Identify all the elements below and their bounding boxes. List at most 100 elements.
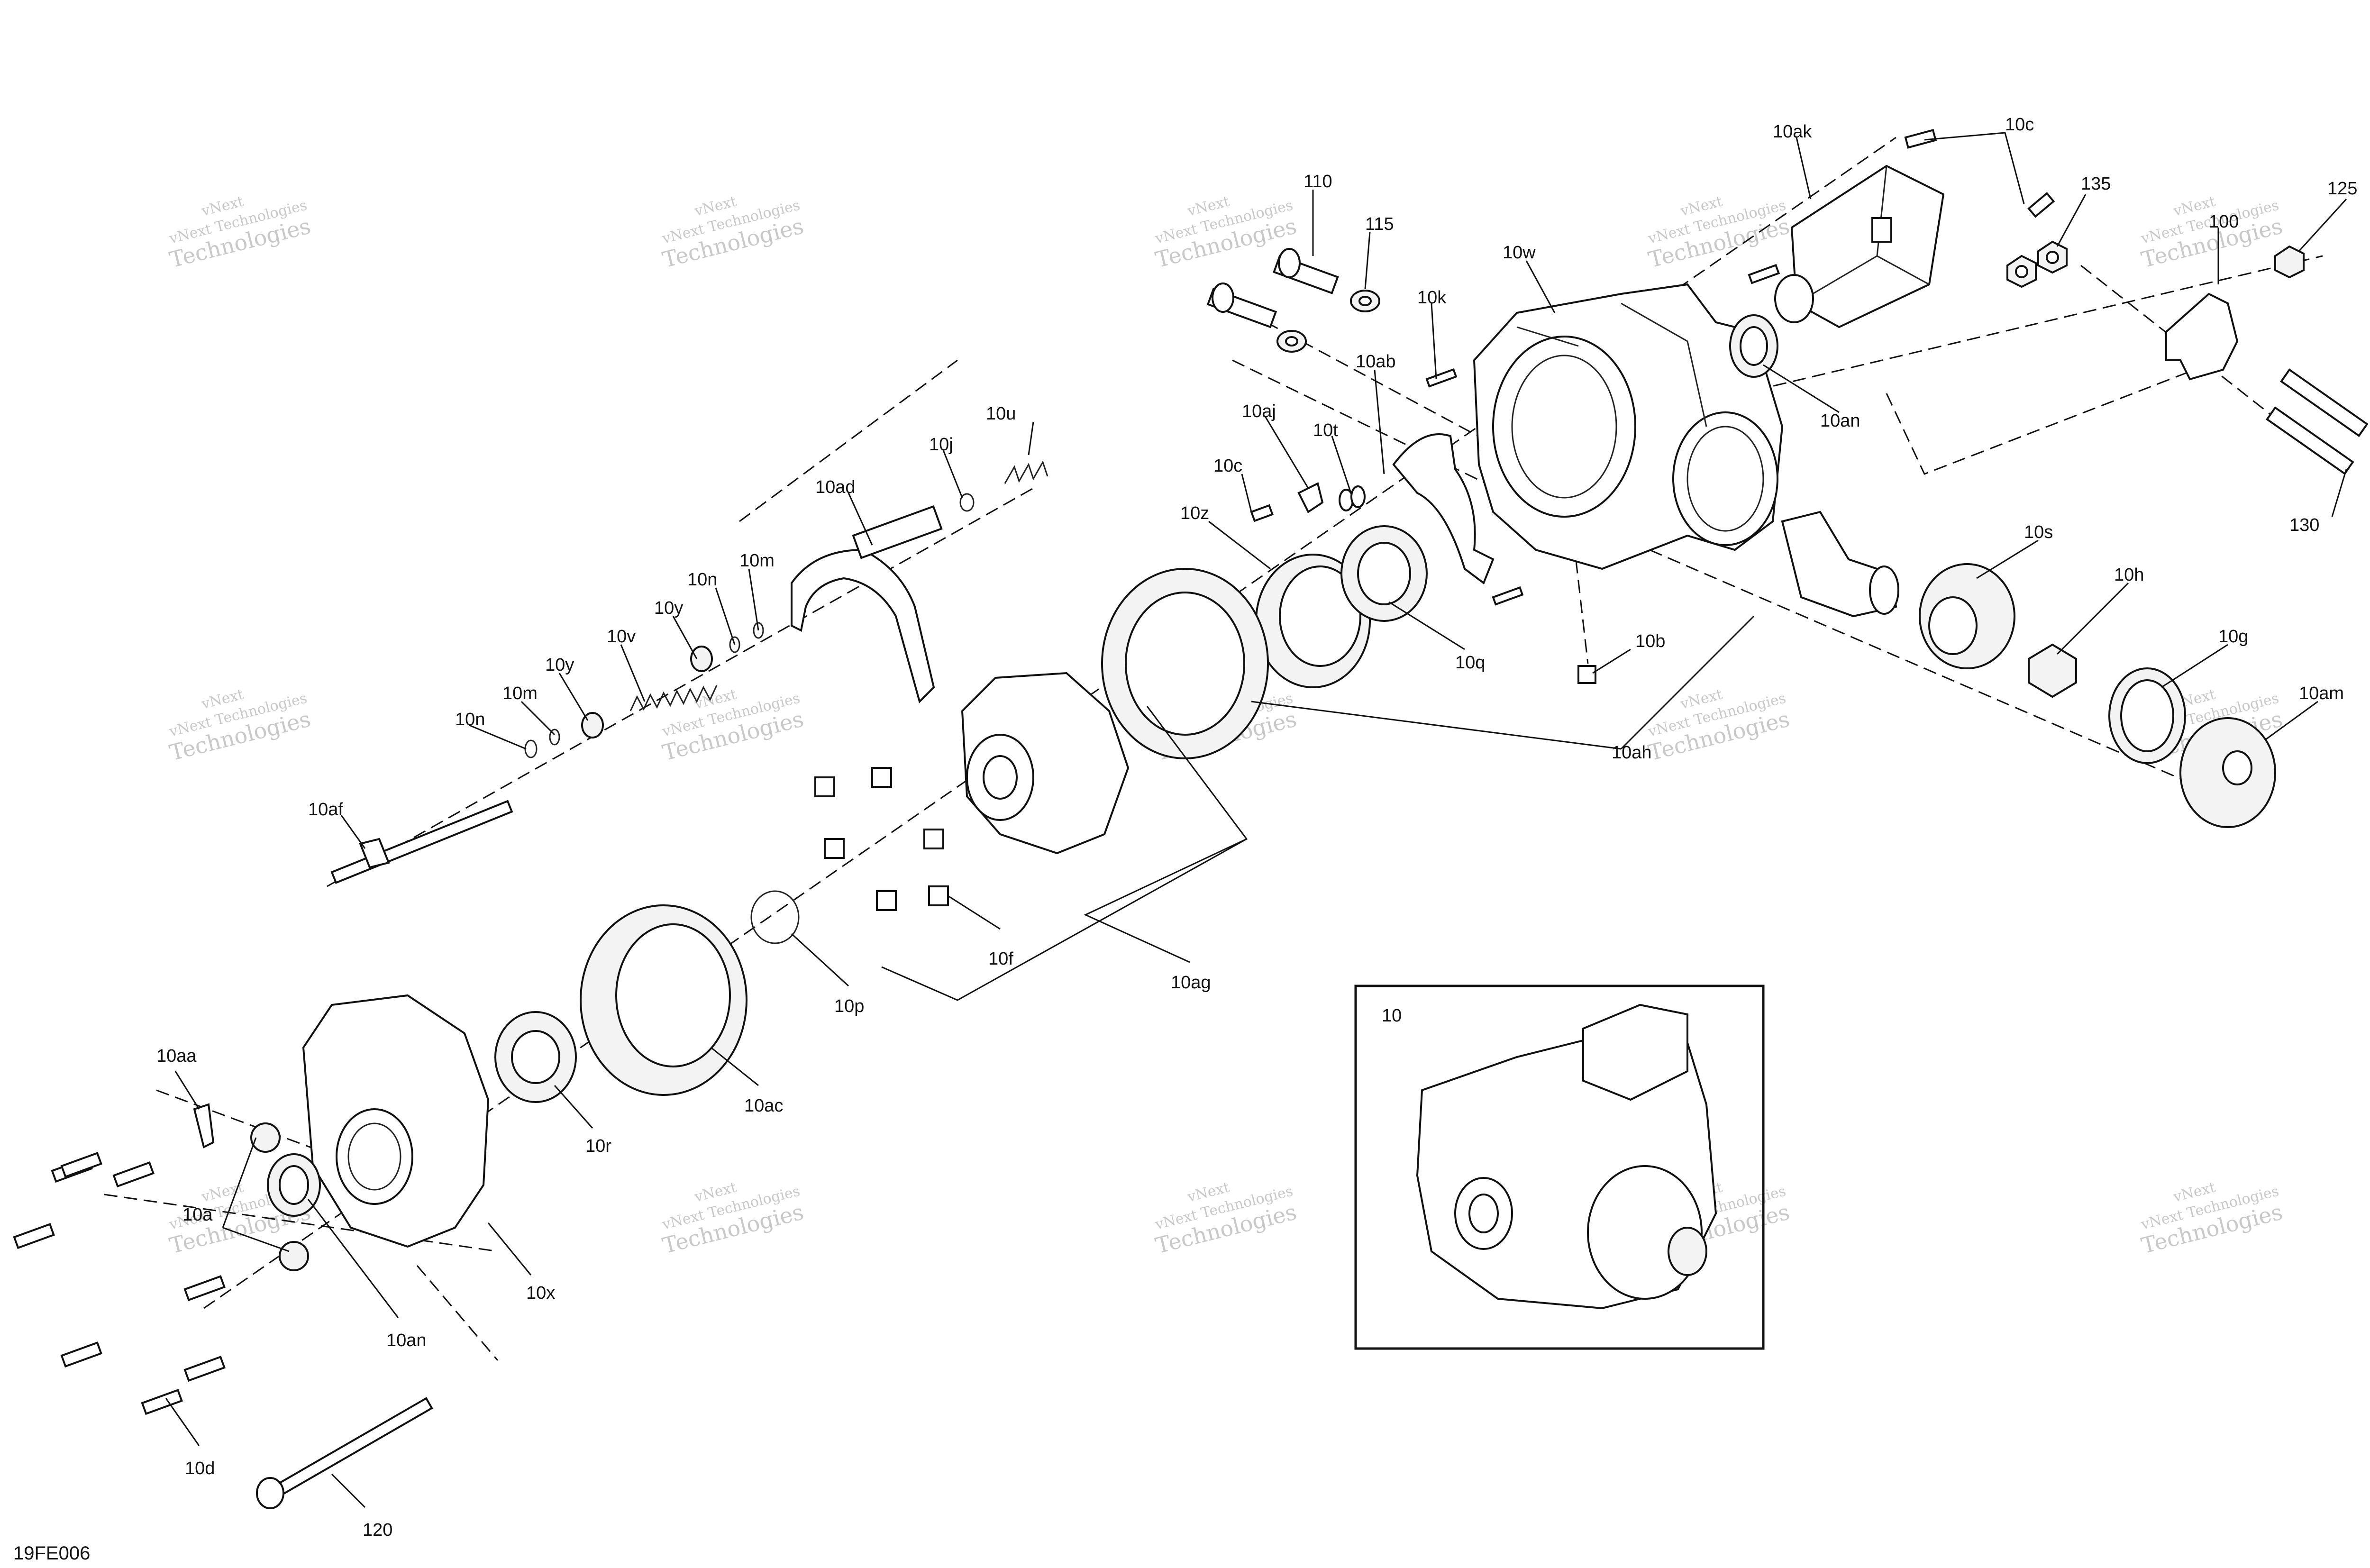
callout-label: 10ac [744,1096,783,1116]
callout-label: 10n [455,710,485,729]
nut-10h [2028,643,2077,698]
spring-10t [1339,485,1366,511]
callout-label: 10y [545,655,574,675]
callout-label: 10j [929,435,953,455]
callout-label: 10w [1503,243,1536,263]
callout-label: 10ah [1612,743,1652,763]
callout-label: 10ad [815,477,856,497]
callout-label: 100 [2209,212,2239,232]
callout-label: 10y [654,598,683,618]
callout-label: 10d [185,1459,215,1478]
leader-lines [165,132,2347,1508]
bearing-10s [1919,563,2015,669]
callout-label: 10n [687,570,717,590]
callout-label: 10b [1635,631,1665,651]
callout-labels: 110 115 10w 10k 10ab 10ak 10c 135 125 10… [156,115,2357,1540]
seal-10am [2179,717,2276,828]
watermark: vNext vNext Technologies Technologies [660,193,806,273]
callout-label: 10h [2114,565,2144,585]
cage-10z [1255,554,1371,688]
bolt-110 [1206,248,1339,328]
callout-label: 10x [526,1283,555,1303]
differential-carrier-10ag [961,672,1130,855]
ring-10g [2108,667,2186,764]
callout-label: 130 [2289,515,2319,535]
watermark: vNext vNext Technologies Technologies [660,1179,806,1259]
plug-10b [1577,665,1596,684]
callout-label: 10a [182,1205,213,1225]
callout-label: 10c [1213,456,1242,476]
nut-135 [2006,240,2068,288]
bolt-130 [2266,368,2369,475]
mount-bracket-100 [2165,292,2239,381]
clips-10m-10n [524,622,764,758]
shift-fork-bracket-10ab [1392,433,1495,585]
callout-label: 10 [1382,1006,1402,1026]
actuator-10ak [1748,164,1945,328]
callout-label: 10ag [1171,973,1211,993]
watermark: vNext vNext Technologies Technologies [167,193,313,273]
callout-label: 110 [1304,172,1332,191]
fitting-10aa [193,1103,215,1149]
callout-label: 10m [739,551,775,571]
callout-label: 120 [363,1520,392,1540]
long-bolt-120 [256,1397,433,1509]
seal-10an-top [1729,314,1778,378]
callout-label: 115 [1365,214,1394,234]
callout-label: 10an [386,1331,427,1350]
bolts-10f [814,767,949,911]
callout-label: 10t [1313,420,1338,440]
main-housing-10w [1473,283,1784,570]
watermark: vNext vNext Technologies Technologies [1646,686,1792,766]
callout-label: 125 [2327,179,2357,199]
callout-label: 10p [834,996,864,1016]
callout-label: 10af [308,800,343,820]
callout-label: 10s [2024,522,2053,542]
callout-label: 10z [1180,503,1209,523]
ring-10j [959,493,975,512]
callout-label: 10m [502,684,538,703]
bearing-10q [1340,525,1428,622]
assembled-view-detail [1354,985,1765,1350]
clip-10aj [1297,482,1324,513]
front-housing-10x [302,994,490,1248]
oring-10p [750,890,800,944]
callout-label: 10aj [1242,401,1276,421]
callout-label: 10ab [1356,352,1396,372]
washer-115 [1276,290,1380,353]
shift-fork-10ad [791,505,943,703]
watermark: vNext vNext Technologies Technologies [660,686,806,766]
sleeve-10a [250,1122,281,1153]
bolts-10d [13,1152,226,1415]
callout-label: 10u [986,404,1016,424]
callout-label: 10v [607,627,636,647]
ring-gear-10ah [1101,568,1269,759]
watermark: vNext vNext Technologies Technologies [167,686,313,766]
spring-10u [1004,460,1048,484]
callout-label: 10f [988,949,1013,969]
screw-10c [2027,192,2055,218]
watermark: vNext vNext Technologies Technologies [1153,1179,1299,1259]
shift-rail-10af [330,800,513,884]
callout-label: 10c [2005,115,2034,135]
callout-label: 10an [1820,411,1860,431]
callout-label: 135 [2081,174,2111,194]
callout-label: 10ak [1773,122,1812,142]
watermark: vNext vNext Technologies Technologies [1646,193,1792,273]
callout-label: 10aa [156,1046,197,1066]
callout-label: 10am [2299,684,2344,703]
nut-125 [2274,245,2305,279]
sleeve-10a [279,1241,309,1271]
callout-label: 10g [2218,627,2248,647]
screw-10c-mid [1250,504,1274,522]
callout-label: 10r [585,1136,611,1156]
callout-label: 10q [1455,653,1485,673]
cover-10ac [580,904,747,1096]
spring-10v [629,685,718,711]
pinion-10s [1781,511,1899,618]
bearing-10r [494,1011,577,1103]
watermark: vNext vNext Technologies Technologies [2139,1179,2285,1259]
watermark: vNext vNext Technologies Technologies [1153,193,1299,273]
